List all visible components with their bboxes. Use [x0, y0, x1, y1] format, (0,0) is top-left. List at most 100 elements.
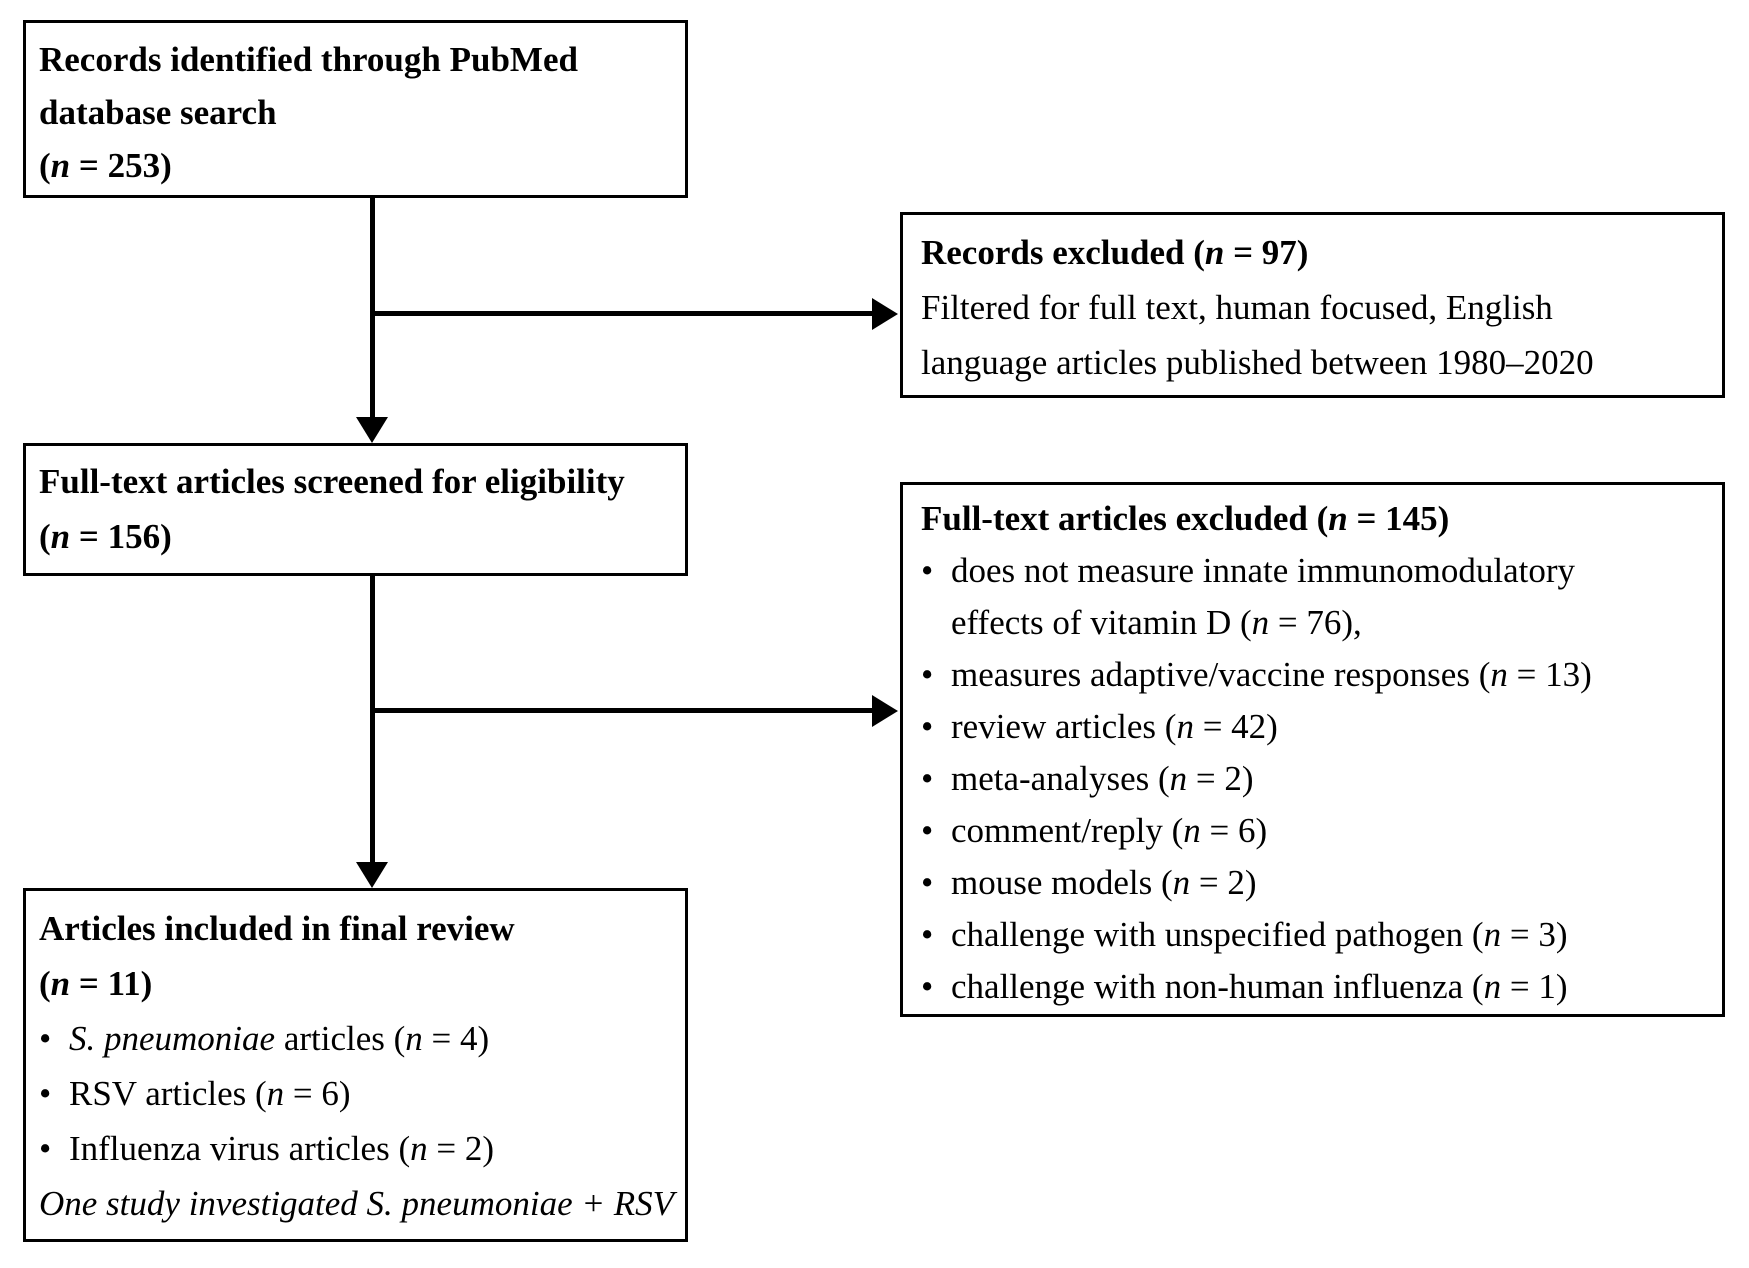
text-segment: Records excluded ( — [921, 233, 1205, 272]
text-segment: n — [1172, 863, 1191, 902]
arrow-identified-to-screened-head-icon — [356, 417, 388, 443]
bullet-icon: • — [921, 655, 934, 694]
bullet-icon: • — [39, 1019, 52, 1058]
text-segment: S. pneumoniae — [69, 1019, 276, 1058]
text-segment: articles ( — [275, 1019, 406, 1058]
text-segment: n — [1490, 655, 1508, 694]
text-segment: n — [405, 1019, 423, 1058]
text-line: One study investigated S. pneumoniae + R… — [39, 1176, 674, 1231]
text-segment: language articles published between 1980… — [921, 343, 1594, 382]
text-segment: = 1) — [1501, 967, 1568, 1006]
arrow-screened-to-included-head-icon — [356, 862, 388, 888]
text-segment: = 4) — [422, 1019, 490, 1058]
text-segment: = 76), — [1269, 603, 1362, 642]
text-segment: comment/reply ( — [951, 811, 1184, 850]
text-segment: effects of vitamin D ( — [951, 603, 1252, 642]
text-segment: = 6) — [1200, 811, 1268, 850]
text-line: Full-text articles screened for eligibil… — [39, 454, 673, 509]
bullet-line: •measures adaptive/vaccine responses (n … — [921, 649, 1710, 701]
text-segment: ( — [39, 146, 51, 185]
bullet-icon: • — [39, 1074, 52, 1113]
arrow-screened-to-included-line — [370, 576, 375, 863]
arrow-branch-to-records-excluded-head-icon — [872, 298, 898, 330]
bullet-line: • review articles (n = 42) — [921, 701, 1710, 753]
bullet-line: • RSV articles (n = 6) — [39, 1066, 673, 1121]
text-segment: = 253) — [70, 146, 172, 185]
text-segment: = 13) — [1507, 655, 1592, 694]
arrow-identified-to-screened-line — [370, 198, 375, 419]
bullet-icon: • — [921, 551, 934, 590]
text-segment: meta-analyses ( — [951, 759, 1170, 798]
box-records-identified: Records identified through PubMed databas… — [23, 20, 688, 198]
text-segment: does not measure innate immunomodulatory — [951, 551, 1576, 590]
text-segment: n — [1328, 499, 1348, 538]
text-segment: = 42) — [1193, 707, 1278, 746]
text-segment: measures adaptive/vaccine responses ( — [951, 655, 1491, 694]
bullet-icon: • — [39, 1129, 52, 1168]
text-segment: n — [50, 964, 71, 1003]
text-segment: ( — [39, 517, 51, 556]
bullet-icon: • — [921, 811, 934, 850]
text-segment: n — [410, 1129, 428, 1168]
bullet-icon: • — [921, 707, 934, 746]
text-segment: n — [1204, 233, 1225, 272]
arrow-branch-to-fulltext-excluded-line — [372, 708, 874, 713]
text-segment: challenge with unspecified pathogen ( — [951, 915, 1484, 954]
box-fulltext-screened: Full-text articles screened for eligibil… — [23, 443, 688, 576]
text-segment: review articles ( — [951, 707, 1177, 746]
bullet-icon: • — [921, 915, 934, 954]
text-segment: n — [1169, 759, 1188, 798]
text-segment: database search — [39, 93, 277, 132]
text-line: Records excluded (n = 97) — [921, 225, 1710, 280]
bullet-line: • meta-analyses (n = 2) — [921, 753, 1710, 805]
text-segment: n — [1176, 707, 1194, 746]
text-segment: challenge with non-human influenza ( — [951, 967, 1484, 1006]
text-segment: Articles included in final review — [39, 909, 515, 948]
bullet-line: • Influenza virus articles (n = 2) — [39, 1121, 673, 1176]
text-line: database search — [39, 86, 673, 139]
text-line: language articles published between 1980… — [921, 335, 1710, 390]
text-line: effects of vitamin D (n = 76), — [921, 597, 1710, 649]
text-segment: RSV articles ( — [69, 1074, 267, 1113]
arrow-branch-to-records-excluded-line — [372, 311, 874, 316]
text-segment: = 97) — [1224, 233, 1309, 272]
bullet-icon: • — [921, 863, 934, 902]
box-records-excluded: Records excluded (n = 97) Filtered for fu… — [900, 212, 1725, 398]
text-segment: n — [50, 146, 71, 185]
text-segment: mouse models ( — [951, 863, 1173, 902]
text-segment: n — [266, 1074, 285, 1113]
text-segment: ( — [39, 964, 51, 1003]
text-segment: Full-text articles screened for eligibil… — [39, 462, 625, 501]
text-segment: = 11) — [70, 964, 153, 1003]
bullet-icon: • — [921, 967, 934, 1006]
bullet-line: • comment/reply (n = 6) — [921, 805, 1710, 857]
text-segment: Influenza virus articles ( — [69, 1129, 411, 1168]
text-segment: = 2) — [1187, 759, 1254, 798]
text-line: Articles included in final review — [39, 901, 673, 956]
bullet-line: •challenge with unspecified pathogen (n … — [921, 909, 1710, 961]
text-segment: = 156) — [70, 517, 172, 556]
bullet-line: • mouse models (n = 2) — [921, 857, 1710, 909]
text-line: (n = 253) — [39, 139, 673, 192]
box-fulltext-excluded: Full-text articles excluded (n = 145)•do… — [900, 482, 1725, 1017]
text-segment: = 2) — [427, 1129, 495, 1168]
bullet-icon: • — [921, 759, 934, 798]
text-line: (n = 156) — [39, 509, 673, 564]
text-line: (n = 11) — [39, 956, 673, 1011]
text-line: Records identified through PubMed — [39, 33, 673, 86]
text-segment: Filtered for full text, human focused, E… — [921, 288, 1553, 327]
text-segment: Full-text articles excluded ( — [921, 499, 1329, 538]
text-segment: = 2) — [1190, 863, 1257, 902]
text-segment: n — [1483, 967, 1502, 1006]
text-segment: Records identified through PubMed — [39, 40, 578, 79]
text-segment: n — [1183, 811, 1201, 850]
box-articles-included: Articles included in final review(n = 11… — [23, 888, 688, 1242]
text-segment: n — [1251, 603, 1270, 642]
arrow-branch-to-fulltext-excluded-head-icon — [872, 695, 898, 727]
text-segment: = 3) — [1501, 915, 1568, 954]
bullet-line: • does not measure innate immunomodulator… — [921, 545, 1710, 597]
text-segment: = 145) — [1347, 499, 1450, 538]
text-line: Filtered for full text, human focused, E… — [921, 280, 1710, 335]
text-segment: = 6) — [284, 1074, 351, 1113]
